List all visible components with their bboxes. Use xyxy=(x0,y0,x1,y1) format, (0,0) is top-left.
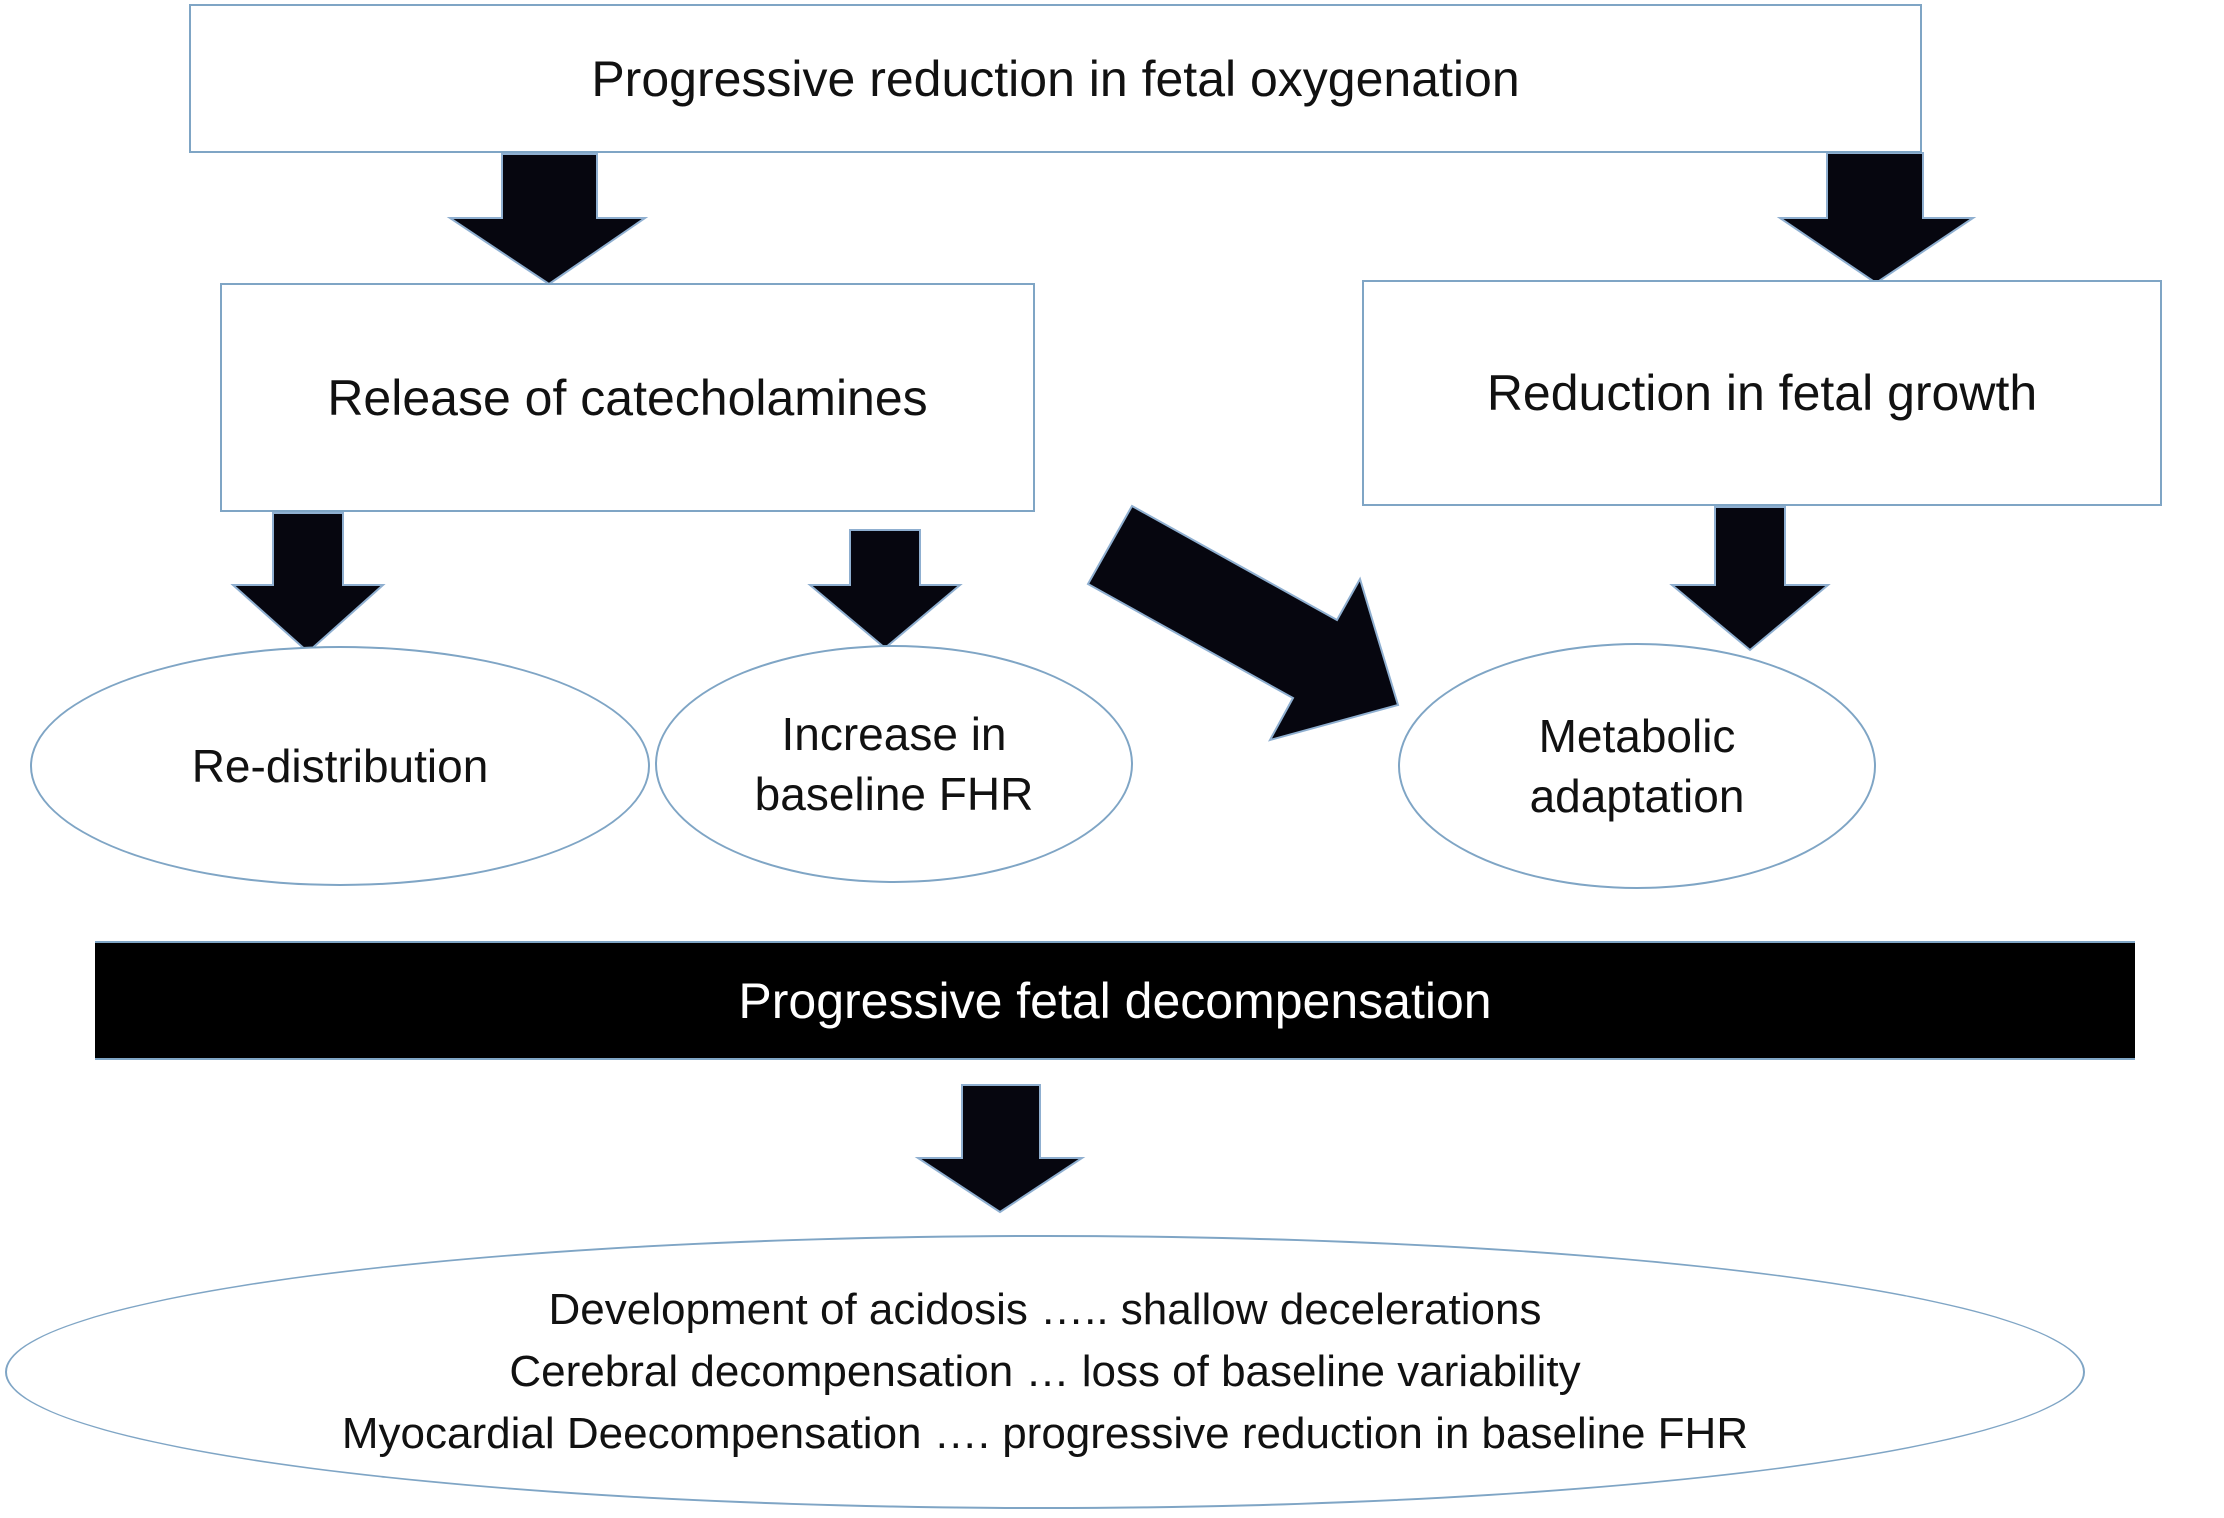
banner-label: Progressive fetal decompensation xyxy=(738,972,1492,1029)
top-box-progressive-reduction: Progressive reduction in fetal oxygenati… xyxy=(189,4,1922,153)
arrow-reduction-to-metabolic xyxy=(1669,506,1831,652)
release-box-label: Release of catecholamines xyxy=(327,369,928,426)
progressive-fetal-decompensation-banner: Progressive fetal decompensation xyxy=(95,941,2135,1060)
metabolic-adaptation-ellipse: Metabolic adaptation xyxy=(1398,643,1876,889)
outcome-ellipse: Development of acidosis ….. shallow dece… xyxy=(5,1235,2085,1509)
redistribution-label: Re-distribution xyxy=(191,740,489,792)
metabolic-line-2: adaptation xyxy=(1529,770,1745,822)
release-catecholamines-box: Release of catecholamines xyxy=(220,283,1035,512)
outcome-line-acidosis: Development of acidosis ….. shallow dece… xyxy=(548,1285,1542,1334)
arrow-banner-to-outcome xyxy=(914,1084,1086,1214)
increase-baseline-fhr-ellipse: Increase in baseline FHR xyxy=(655,645,1133,883)
arrow-top-to-reduction xyxy=(1776,152,1977,285)
arrow-release-to-redistribution xyxy=(230,512,386,654)
top-box-label: Progressive reduction in fetal oxygenati… xyxy=(591,50,1520,107)
increase-fhr-line-2: baseline FHR xyxy=(754,768,1034,820)
redistribution-ellipse: Re-distribution xyxy=(30,646,650,886)
increase-fhr-line-1: Increase in xyxy=(781,708,1007,760)
outcome-line-myocardial: Myocardial Deecompensation …. progressiv… xyxy=(341,1409,1749,1458)
metabolic-line-1: Metabolic xyxy=(1538,710,1736,762)
arrow-release-to-increase-fhr xyxy=(807,529,963,650)
reduction-box-label: Reduction in fetal growth xyxy=(1486,365,2038,421)
arrow-diagonal-to-metabolic xyxy=(1086,504,1400,742)
outcome-line-cerebral: Cerebral decompensation … loss of baseli… xyxy=(509,1347,1581,1396)
arrow-top-to-release xyxy=(446,153,649,286)
reduction-fetal-growth-box: Reduction in fetal growth xyxy=(1362,280,2162,506)
